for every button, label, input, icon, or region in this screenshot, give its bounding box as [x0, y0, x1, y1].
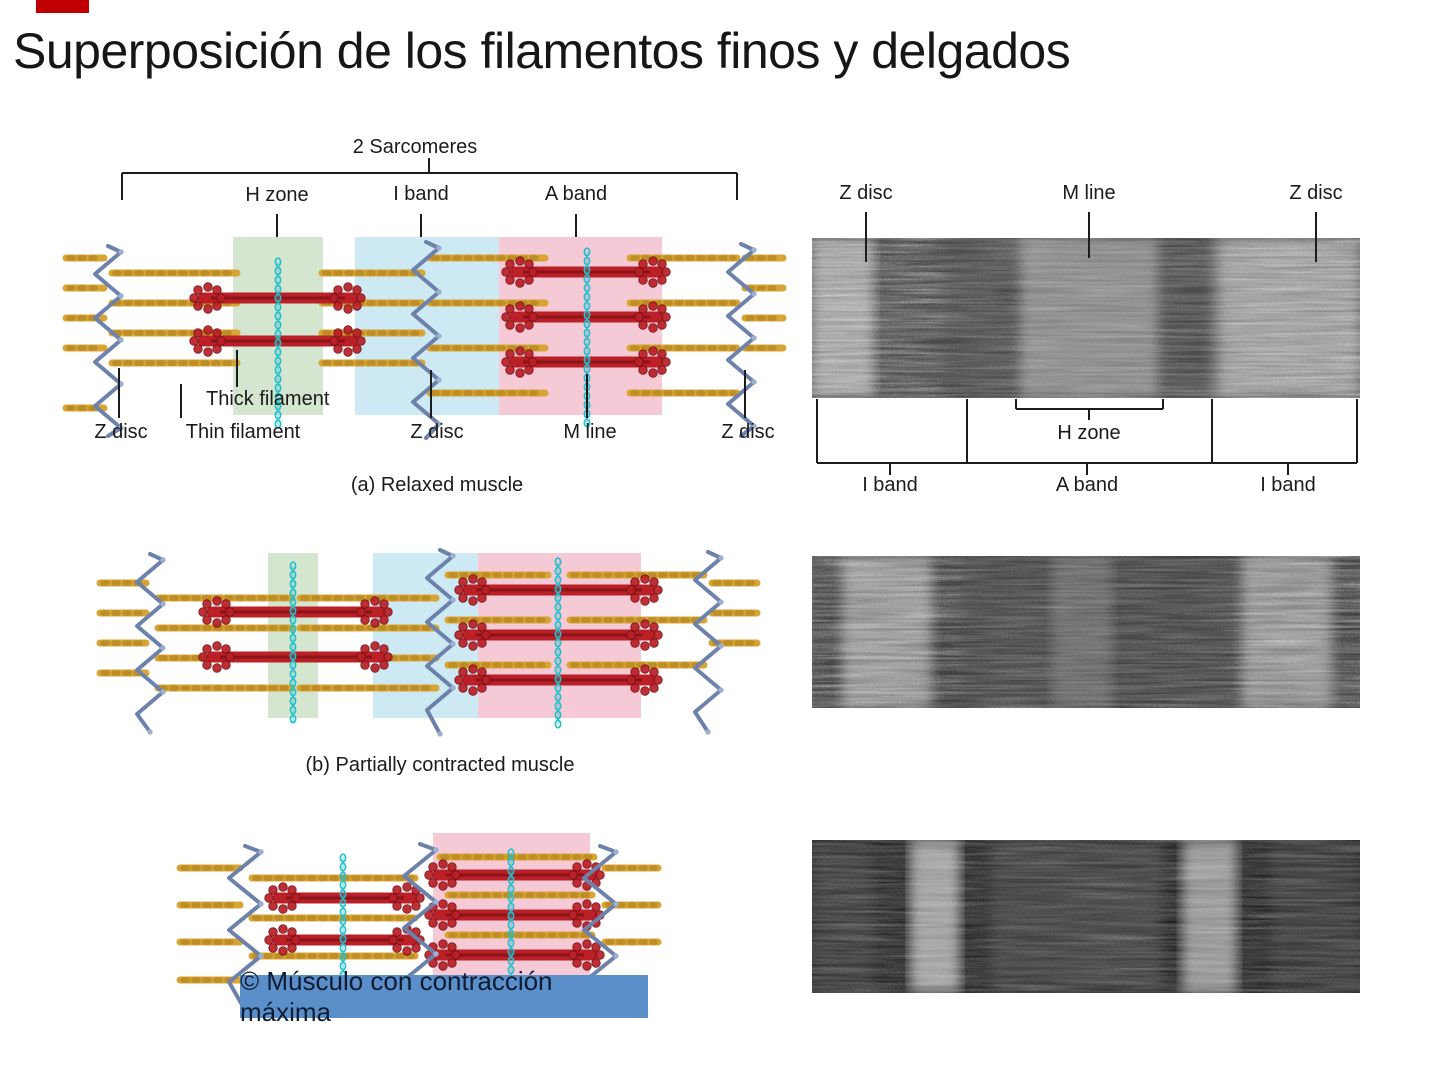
em-label-i-band-left: I band: [862, 474, 918, 496]
label-h-zone-a: H zone: [245, 184, 309, 206]
em-label-a-band: A band: [1055, 474, 1119, 496]
label-z-disc-a-center: Z disc: [410, 421, 464, 443]
label-thick-filament: Thick filament: [206, 388, 330, 410]
caption-figure-a: (a) Relaxed muscle: [350, 474, 524, 496]
em-label-z-disc-right: Z disc: [1289, 182, 1343, 204]
red-accent-marker: [36, 0, 89, 13]
label-a-band-a: A band: [544, 183, 608, 205]
sarcomere-diagram-partially-contracted: [96, 548, 761, 737]
label-2-sarcomeres: 2 Sarcomeres: [352, 136, 478, 158]
label-m-line-a: M line: [563, 421, 617, 443]
label-z-disc-a-left: Z disc: [94, 421, 148, 443]
max-contraction-caption-bar: © Músculo con contracción máxima: [240, 966, 648, 1027]
em-label-i-band-right: I band: [1260, 474, 1316, 496]
sarcomere-diagram-max-contraction: [176, 833, 662, 1014]
em-label-m-line: M line: [1062, 182, 1116, 204]
em-label-h-zone: H zone: [1057, 422, 1121, 444]
em-label-z-disc-left: Z disc: [839, 182, 893, 204]
sarcomere-diagram-relaxed: [62, 237, 787, 440]
em-micrograph-relaxed: [812, 238, 1360, 398]
caption-figure-b: (b) Partially contracted muscle: [305, 754, 575, 776]
slide-title: Superposición de los filamentos finos y …: [13, 23, 1071, 79]
em-micrograph-partially-contracted: [812, 556, 1360, 708]
caption-figure-c: © Músculo con contracción máxima: [240, 965, 553, 1027]
em-micrograph-max-contraction: [812, 840, 1360, 993]
label-thin-filament: Thin filament: [185, 421, 301, 443]
label-z-disc-a-right: Z disc: [721, 421, 775, 443]
label-i-band-a: I band: [393, 183, 449, 205]
